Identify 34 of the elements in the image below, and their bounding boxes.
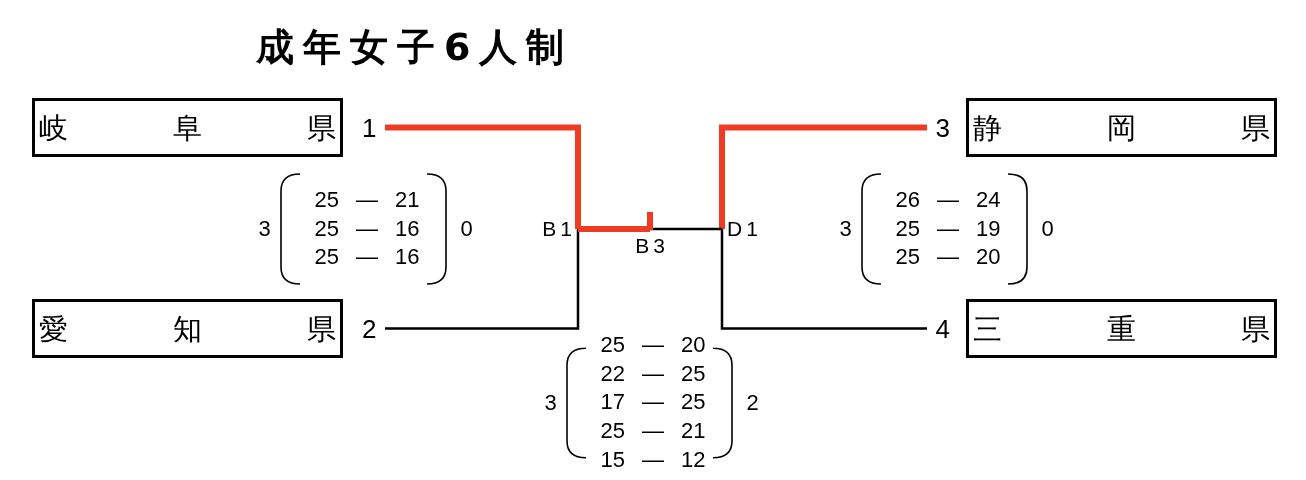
match-score: 3 [258,216,271,242]
set-score: 25 ― 16 [314,243,420,272]
bracket-line [385,229,580,330]
match-score: 2 [746,390,759,416]
bracket-line [719,124,927,229]
set-score: 25 ― 21 [600,417,706,446]
set-score: 25 ― 20 [895,243,1001,272]
set-score: 25 ― 20 [600,331,706,360]
match-code: D1 [722,218,762,240]
team-name: 岐阜県 [39,109,336,146]
seed-number: 2 [362,313,377,344]
match-code: B3 [631,230,669,257]
bracket-line [720,229,927,330]
set-score: 25 ― 19 [895,214,1001,243]
team-name: 三重県 [973,310,1270,347]
bracket-line [385,124,581,229]
match-score: 0 [460,216,473,242]
set-score: 22 ― 25 [600,359,706,388]
team-name: 愛知県 [39,310,336,347]
match-score: 0 [1041,216,1054,242]
seed-number: 3 [935,112,950,143]
seed-number: 1 [362,112,377,143]
set-score: 25 ― 16 [314,214,420,243]
set-score: 25 ― 21 [314,185,420,214]
match-code: B1 [542,218,578,240]
bracket-line [578,226,653,233]
match-score: 3 [839,216,852,242]
diagram-title: 成年女子6人制 [256,24,574,70]
seed-number: 4 [935,313,950,344]
match-score: 3 [544,390,557,416]
set-score: 17 ― 25 [600,388,706,417]
team-name: 静岡県 [973,109,1270,146]
set-score: 26 ― 24 [895,185,1001,214]
set-score: 15 ― 12 [600,446,706,475]
